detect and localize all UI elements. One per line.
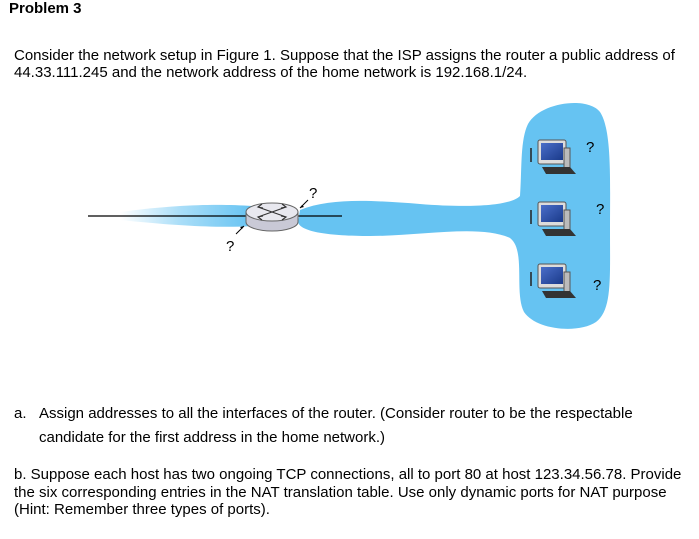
computer-icon [530, 139, 576, 174]
computer-icon [530, 201, 576, 236]
question-b-text: b. Suppose each host has two ongoing TCP… [14, 466, 682, 518]
router-icon [245, 202, 299, 232]
computer-icon [530, 263, 576, 298]
host-label-1: ? [586, 139, 594, 156]
question-a-text: Assign addresses to all the interfaces o… [39, 405, 633, 446]
host-label-2: ? [596, 201, 604, 218]
wan-link [88, 204, 252, 227]
intro-paragraph: Consider the network setup in Figure 1. … [14, 47, 675, 81]
question-a: a. Assign addresses to all the interface… [14, 402, 694, 450]
problem-title: Problem 3 [9, 0, 82, 17]
host-label-3: ? [593, 277, 601, 294]
wan-interface-label: ? [226, 238, 234, 255]
network-figure: ? ? ? ? ? [88, 102, 611, 329]
home-network-area [298, 102, 611, 329]
question-a-label: a. [14, 405, 27, 422]
lan-interface-label: ? [309, 185, 317, 202]
